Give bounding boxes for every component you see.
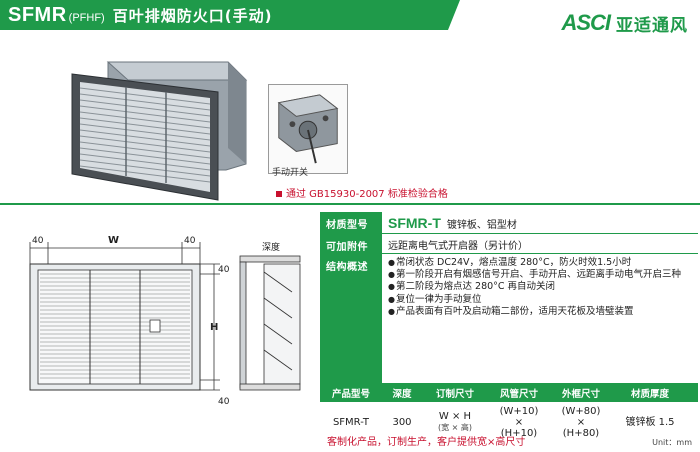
spec-row-accessory: 可加附件 远距离电气式开启器（另计价） <box>320 234 698 254</box>
list-item: 常闭状态 DC24V，熔点温度 280°C，防火时效1.5小时 <box>388 257 692 269</box>
product-render-image <box>71 61 248 201</box>
dim-height-text: H <box>210 322 218 333</box>
custom-order-note: 客制化产品，订制生产，客户提供宽×高尺寸 <box>327 437 526 448</box>
spec-material-label: 材质型号 <box>320 212 382 233</box>
param-header-cell: 外框尺寸 <box>561 389 600 400</box>
title-bar: SFMR (PFHF) 百叶排烟防火口(手动) <box>0 0 448 30</box>
list-item: 第一阶段开启有烟感信号开启、手动开启、远距离手动电气开启三种 <box>388 269 692 281</box>
param-material-cell: 镀锌板 1.5 <box>625 416 675 428</box>
param-header-cell: 风管尺寸 <box>499 389 538 400</box>
section-divider <box>0 203 700 205</box>
list-item: 第二阶段为熔点达 280°C 再自动关闭 <box>388 281 692 293</box>
spec-material-value: SFMR-T 镀锌板、铝型材 <box>382 212 698 233</box>
spec-table: 材质型号 SFMR-T 镀锌板、铝型材 可加附件 远距离电气式开启器（另计价） 结… <box>320 212 698 442</box>
spec-row-structure: 结构概述 常闭状态 DC24V，熔点温度 280°C，防火时效1.5小时 第一阶… <box>320 254 698 384</box>
param-custom-top: W × H <box>438 411 472 422</box>
dim-right-text: 40 <box>184 236 196 246</box>
param-frame-bottom: (H+80) <box>562 427 600 439</box>
depth-label: 深度 <box>262 241 280 253</box>
dim-width-text: W <box>108 235 119 246</box>
spec-material-model: SFMR-T <box>388 215 441 231</box>
product-model: SFMR <box>8 3 67 26</box>
dim-top-text: 40 <box>218 265 230 275</box>
param-frame-top: (W+80) <box>561 405 601 417</box>
param-duct-top: (W+10) <box>499 405 539 417</box>
spec-structure-label: 结构概述 <box>320 254 382 383</box>
spec-row-material: 材质型号 SFMR-T 镀锌板、铝型材 <box>320 212 698 234</box>
brand-logo: ASCI 亚适通风 <box>561 10 688 36</box>
param-header-cell: 订制尺寸 <box>435 389 474 400</box>
unit-label: Unit：mm <box>652 438 692 447</box>
spec-accessory-label: 可加附件 <box>320 234 382 253</box>
technical-drawing: 40 W 40 40 H 40 深度 <box>29 235 301 407</box>
param-header-cell: 产品型号 <box>331 389 370 400</box>
feature-list: 常闭状态 DC24V，熔点温度 280°C，防火时效1.5小时 第一阶段开启有烟… <box>388 257 692 318</box>
closeup-label: 手动开关 <box>272 168 309 178</box>
spec-accessory-value: 远距离电气式开启器（另计价） <box>388 241 528 252</box>
param-model-cell: SFMR-T <box>332 416 370 428</box>
spec-material-text: 镀锌板、铝型材 <box>446 220 517 231</box>
list-item: 产品表面有百叶及启动箱二部份，适用天花板及墙璧装置 <box>388 306 692 318</box>
list-item: 复位一律为手动复位 <box>388 294 692 306</box>
product-title: 百叶排烟防火口(手动) <box>112 6 273 25</box>
param-table-header: 产品型号 深度 订制尺寸 风管尺寸 外框尺寸 材质厚度 <box>320 384 698 402</box>
brand-logo-en: ASCI <box>561 10 611 35</box>
bullet-square-icon <box>276 191 282 197</box>
spec-structure-value: 常闭状态 DC24V，熔点温度 280°C，防火时效1.5小时 第一阶段开启有烟… <box>382 254 698 383</box>
param-custom-cell: W × H (宽 × 高) <box>422 411 488 433</box>
brand-logo-cn: 亚适通风 <box>616 15 688 36</box>
param-depth-cell: 300 <box>392 416 412 428</box>
param-duct-cell: (W+10) × (H+10) <box>488 406 550 439</box>
certification-note: 通过 GB15930-2007 标准检验合格 <box>276 185 448 200</box>
product-model-sub: (PFHF) <box>68 12 105 24</box>
param-frame-mid: × <box>576 416 586 428</box>
param-header-cell: 深度 <box>392 389 412 400</box>
certification-text: 通过 GB15930-2007 标准检验合格 <box>286 189 448 200</box>
param-duct-bottom: (H+10) <box>500 427 538 439</box>
dim-bottom-text: 40 <box>218 397 230 407</box>
title-bar-tail <box>448 0 460 30</box>
manual-switch-closeup-image <box>268 84 348 174</box>
param-frame-cell: (W+80) × (H+80) <box>550 406 612 439</box>
dim-left-text: 40 <box>32 236 44 246</box>
param-duct-mid: × <box>514 416 524 428</box>
param-header-cell: 材质厚度 <box>630 389 669 400</box>
param-custom-bottom: (宽 × 高) <box>437 423 473 432</box>
table-row: SFMR-T 300 W × H (宽 × 高) (W+10) × (H+10)… <box>320 402 698 442</box>
